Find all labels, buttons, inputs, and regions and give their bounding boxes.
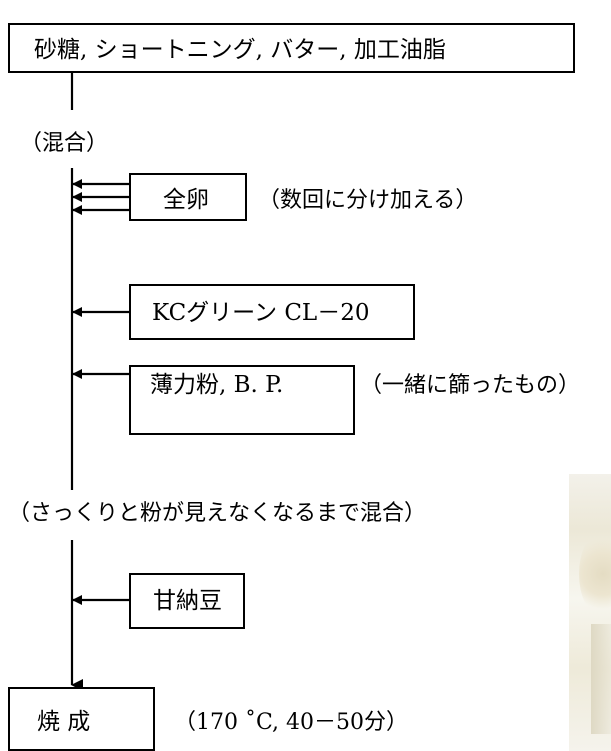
egg-box (129, 173, 247, 221)
flour-box (129, 365, 355, 435)
flour-label: 薄力粉, B. P. (150, 372, 283, 398)
natto-box (129, 573, 245, 629)
ingredients-label: 砂糖, ショートニング, バター, 加工油脂 (34, 37, 446, 63)
kc-green-label: KCグリーン CL－20 (152, 300, 369, 326)
egg-note: （数回に分け加える） (258, 188, 477, 213)
kc-green-box (129, 284, 415, 340)
mix2-note: （さっくりと粉が見えなくなるまで混合） (8, 501, 426, 526)
product-photo-fragment (569, 474, 611, 751)
mix-note: （混合） (20, 131, 108, 156)
natto-label: 甘納豆 (153, 588, 222, 614)
ingredients-box (8, 23, 575, 73)
bake-note: （170 ˚C, 40－50分） (174, 708, 408, 735)
bake-label: 焼 成 (37, 709, 90, 735)
bake-box (8, 687, 155, 751)
flour-note: （一緒に篩ったもの） (360, 373, 580, 398)
egg-label: 全卵 (163, 187, 209, 213)
